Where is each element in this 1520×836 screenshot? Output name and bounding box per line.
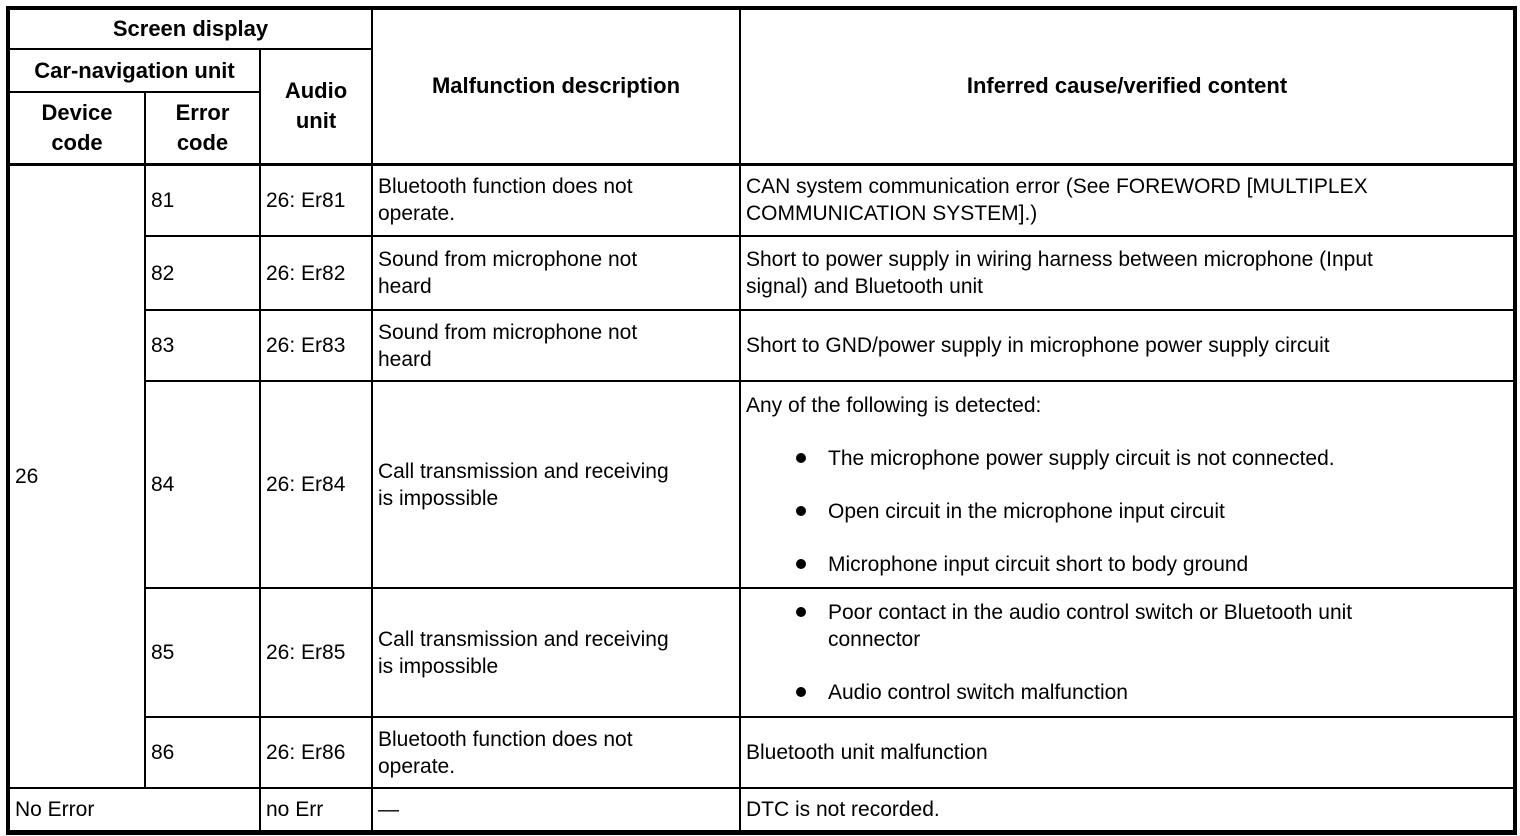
header-audio-unit-label: Audio unit xyxy=(284,78,348,134)
header-car-navigation-unit: Car-navigation unit xyxy=(7,48,261,93)
bullet-icon xyxy=(796,687,806,697)
cell-cause-84: Any of the following is detected: The mi… xyxy=(739,380,1516,589)
list-item: Poor contact in the audio control switch… xyxy=(746,599,1509,653)
cause-list: Any of the following is detected: The mi… xyxy=(746,392,1509,578)
bullet-icon xyxy=(796,558,806,569)
header-error-code: Error code xyxy=(144,91,261,166)
cell-malfunction-82: Sound from microphone not heard xyxy=(371,235,741,311)
dtc-error-code-table: Screen display Malfunction description I… xyxy=(6,6,1517,835)
cause-text: CAN system communication error (See FORE… xyxy=(746,175,1368,226)
cell-malfunction-83: Sound from microphone not heard xyxy=(371,309,741,382)
cell-audio-unit-81: 26: Er81 xyxy=(259,163,373,237)
cell-cause-81: CAN system communication error (See FORE… xyxy=(739,163,1516,237)
table-row: 86 26: Er86 Bluetooth function does not … xyxy=(8,716,1516,789)
bullet-text: Audio control switch malfunction xyxy=(828,681,1128,704)
cell-error-code-81: 81 xyxy=(144,163,261,237)
cell-cause-82: Short to power supply in wiring harness … xyxy=(739,235,1516,311)
table-row: 84 26: Er84 Call transmission and receiv… xyxy=(8,380,1516,589)
bullet-icon xyxy=(796,607,806,617)
bullet-text: Open circuit in the microphone input cir… xyxy=(828,499,1225,523)
malfunction-text: Call transmission and receiving is impos… xyxy=(378,459,669,510)
list-item: Microphone input circuit short to body g… xyxy=(746,551,1509,578)
cell-malfunction-81: Bluetooth function does not operate. xyxy=(371,163,741,237)
cause-text: Bluetooth unit malfunction xyxy=(746,741,988,764)
cause-intro: Any of the following is detected: xyxy=(746,393,1042,417)
malfunction-text: Sound from microphone not heard xyxy=(378,320,638,371)
table-row: No Error no Err — DTC is not recorded. xyxy=(7,787,1516,833)
list-item: Open circuit in the microphone input cir… xyxy=(746,498,1509,525)
bullet-icon xyxy=(796,505,806,516)
cell-audio-unit-82: 26: Er82 xyxy=(259,235,373,311)
cell-audio-unit-83: 26: Er83 xyxy=(259,309,373,382)
cell-no-error: No Error xyxy=(7,787,261,833)
bullet-text: Microphone input circuit short to body g… xyxy=(828,552,1249,576)
malfunction-text: Call transmission and receiving is impos… xyxy=(378,627,669,678)
list-item: The microphone power supply circuit is n… xyxy=(746,445,1509,472)
cause-text: Short to power supply in wiring harness … xyxy=(746,248,1373,298)
cell-malfunction-85: Call transmission and receiving is impos… xyxy=(371,587,741,718)
table-row: 85 26: Er85 Call transmission and receiv… xyxy=(8,587,1516,718)
cell-malfunction-86: Bluetooth function does not operate. xyxy=(371,716,741,789)
cell-cause-86: Bluetooth unit malfunction xyxy=(739,716,1516,789)
header-malfunction-description: Malfunction description xyxy=(371,7,741,166)
header-device-code: Device code xyxy=(7,91,146,166)
cell-error-code-84: 84 xyxy=(144,380,261,589)
cause-list: Poor contact in the audio control switch… xyxy=(746,599,1509,706)
cell-malfunction-no-error: — xyxy=(371,787,741,833)
cause-text: Short to GND/power supply in microphone … xyxy=(746,334,1330,357)
header-screen-display: Screen display xyxy=(7,7,373,50)
header-inferred-cause: Inferred cause/verified content xyxy=(739,7,1516,166)
bullet-text: Poor contact in the audio control switch… xyxy=(828,601,1353,651)
cell-cause-85: Poor contact in the audio control switch… xyxy=(739,587,1516,718)
cell-cause-83: Short to GND/power supply in microphone … xyxy=(739,309,1516,382)
header-audio-unit: Audio unit xyxy=(259,48,373,166)
table-row: 82 26: Er82 Sound from microphone not he… xyxy=(8,235,1516,311)
cell-audio-unit-no-error: no Err xyxy=(259,787,373,833)
cell-audio-unit-86: 26: Er86 xyxy=(259,716,373,789)
cell-cause-no-error: DTC is not recorded. xyxy=(739,787,1516,833)
cell-error-code-82: 82 xyxy=(144,235,261,311)
cell-error-code-86: 86 xyxy=(144,716,261,789)
table-row: 83 26: Er83 Sound from microphone not he… xyxy=(8,309,1516,382)
cell-audio-unit-84: 26: Er84 xyxy=(259,380,373,589)
header-error-code-label: Error code xyxy=(175,99,230,155)
header-device-code-label: Device code xyxy=(41,99,113,155)
list-item: Audio control switch malfunction xyxy=(746,679,1509,706)
cell-error-code-85: 85 xyxy=(144,587,261,718)
malfunction-text: Sound from microphone not heard xyxy=(378,248,638,298)
bullet-icon xyxy=(796,452,806,463)
cell-error-code-83: 83 xyxy=(144,309,261,382)
malfunction-text: Bluetooth function does not operate. xyxy=(378,175,633,226)
cell-audio-unit-85: 26: Er85 xyxy=(259,587,373,718)
bullet-text: The microphone power supply circuit is n… xyxy=(828,446,1335,470)
table-row: 26 81 26: Er81 Bluetooth function does n… xyxy=(7,163,1516,789)
cell-device-code: 26 xyxy=(7,163,146,789)
malfunction-text: Bluetooth function does not operate. xyxy=(378,727,633,778)
cell-malfunction-84: Call transmission and receiving is impos… xyxy=(371,380,741,589)
